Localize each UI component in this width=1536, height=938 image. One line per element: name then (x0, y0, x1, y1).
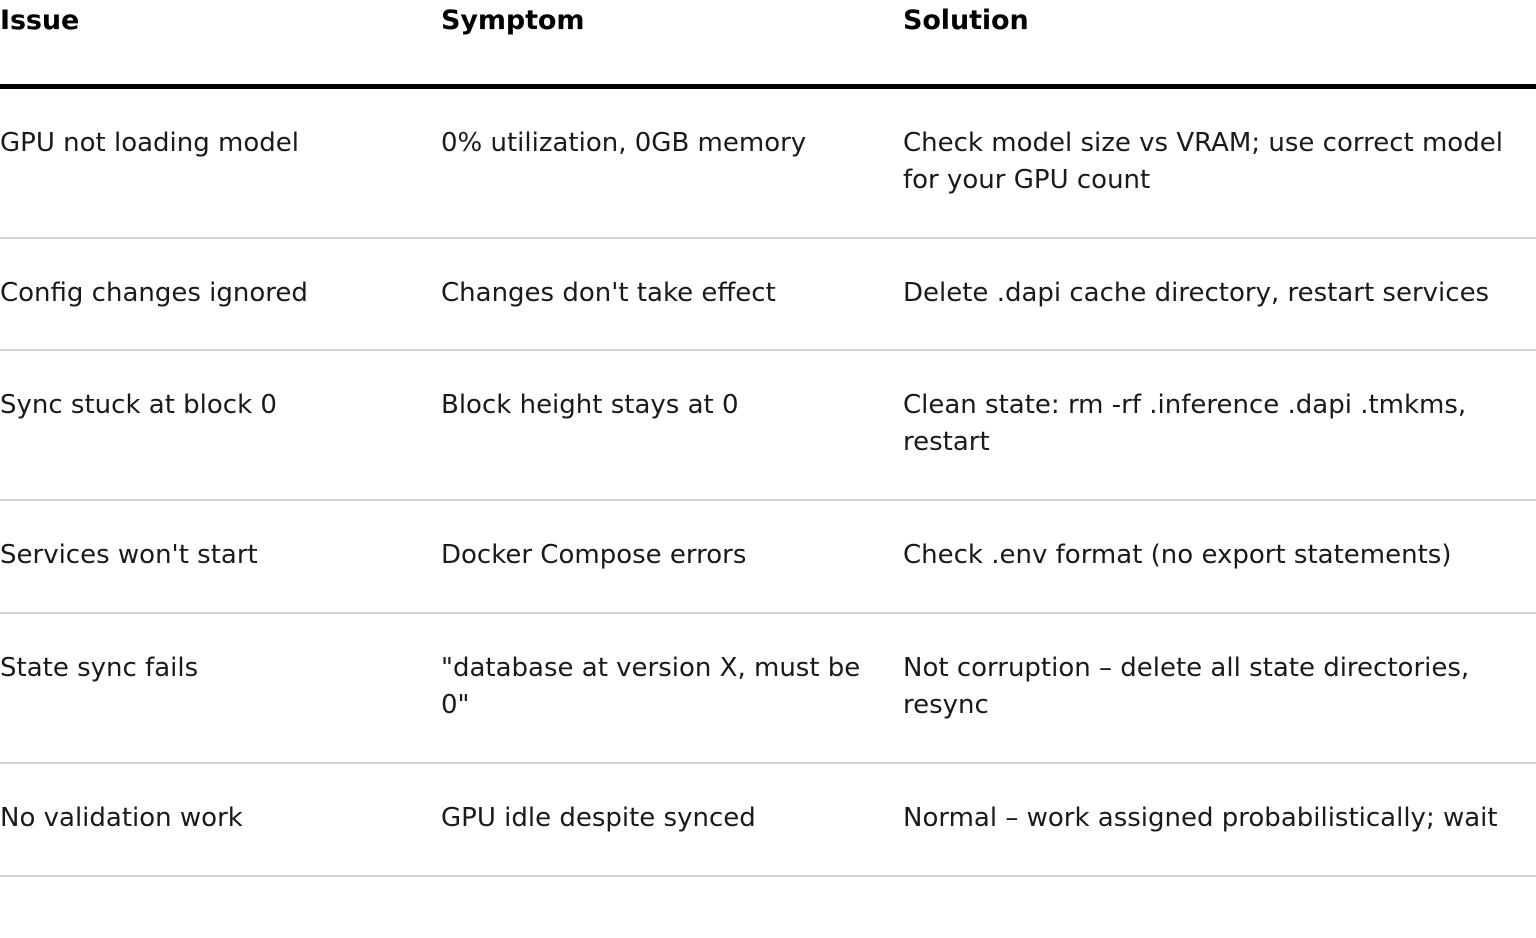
cell-symptom: Changes don't take effect (441, 237, 903, 352)
cell-issue: State sync fails (0, 613, 441, 764)
table-row: Sync stuck at block 0 Block height stays… (0, 350, 1536, 502)
cell-issue: No validation work (0, 763, 441, 877)
cell-solution: Not corruption – delete all state direct… (903, 613, 1536, 764)
cell-solution: Clean state: rm -rf .inference .dapi .tm… (903, 350, 1536, 502)
cell-solution: Normal – work assigned probabilistically… (903, 763, 1536, 877)
column-header-symptom: Symptom (441, 0, 903, 89)
troubleshooting-table: Issue Symptom Solution GPU not loading m… (0, 0, 1536, 877)
cell-solution: Delete .dapi cache directory, restart se… (903, 237, 1536, 352)
column-header-solution: Solution (903, 0, 1536, 89)
cell-symptom: 0% utilization, 0GB memory (441, 86, 903, 239)
cell-solution: Check .env format (no export statements) (903, 500, 1536, 615)
cell-symptom: Docker Compose errors (441, 500, 903, 615)
column-header-issue: Issue (0, 0, 441, 89)
cell-issue: Services won't start (0, 500, 441, 615)
cell-issue: Sync stuck at block 0 (0, 350, 441, 502)
table-body: GPU not loading model 0% utilization, 0G… (0, 86, 1536, 877)
cell-symptom: GPU idle despite synced (441, 763, 903, 877)
table-row: Services won't start Docker Compose erro… (0, 500, 1536, 615)
table-row: State sync fails "database at version X,… (0, 613, 1536, 764)
cell-issue: Config changes ignored (0, 237, 441, 352)
cell-solution: Check model size vs VRAM; use correct mo… (903, 86, 1536, 239)
cell-symptom: Block height stays at 0 (441, 350, 903, 502)
table-row: No validation work GPU idle despite sync… (0, 763, 1536, 877)
table-header: Issue Symptom Solution (0, 0, 1536, 89)
table-header-row: Issue Symptom Solution (0, 0, 1536, 89)
cell-symptom: "database at version X, must be 0" (441, 613, 903, 764)
table-row: Config changes ignored Changes don't tak… (0, 237, 1536, 352)
cell-issue: GPU not loading model (0, 86, 441, 239)
table-row: GPU not loading model 0% utilization, 0G… (0, 86, 1536, 239)
